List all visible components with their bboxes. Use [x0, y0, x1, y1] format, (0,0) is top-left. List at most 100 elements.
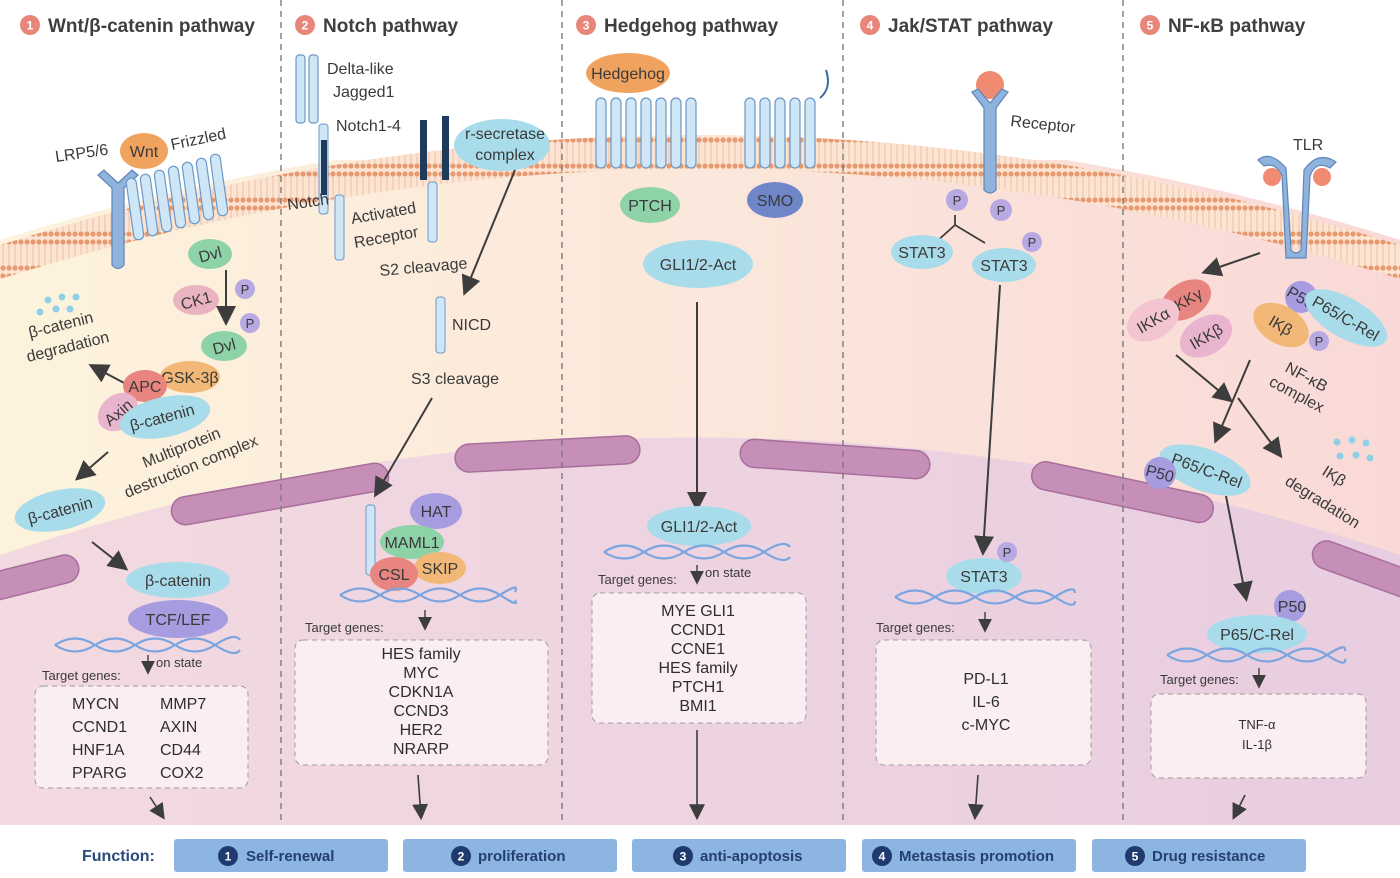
svg-text:Wnt/β-catenin pathway: Wnt/β-catenin pathway: [48, 16, 255, 37]
p50-nucleus: [1274, 590, 1306, 622]
svg-text:r-secretase: r-secretase: [465, 126, 545, 143]
svg-text:HES family: HES family: [658, 660, 737, 677]
svg-text:Delta-like: Delta-like: [327, 61, 394, 78]
svg-text:MYCN: MYCN: [72, 696, 119, 713]
svg-text:P50: P50: [1144, 463, 1176, 487]
svg-text:P: P: [241, 282, 250, 297]
p50-free: [1144, 457, 1176, 489]
dvl-cytoplasm: [201, 331, 247, 361]
csl: [370, 557, 418, 591]
svg-text:Self-renewal: Self-renewal: [246, 848, 334, 865]
svg-text:Dvl: Dvl: [197, 244, 224, 266]
header-notch: 2 Notch pathway: [295, 15, 459, 37]
svg-text:Target genes:: Target genes:: [42, 668, 121, 683]
svg-text:GSK-3β: GSK-3β: [161, 370, 218, 387]
svg-text:Target genes:: Target genes:: [305, 620, 384, 635]
svg-text:TLR: TLR: [1293, 137, 1323, 154]
svg-text:2: 2: [302, 19, 309, 33]
svg-text:Notch pathway: Notch pathway: [323, 16, 459, 37]
nicd-fragment: [435, 296, 446, 354]
notch-receptor: [318, 123, 345, 261]
svg-text:PTCH: PTCH: [628, 198, 672, 215]
function-self-renewal: 1 Self-renewal: [174, 839, 388, 872]
svg-text:P: P: [953, 193, 962, 208]
svg-text:on state: on state: [705, 565, 751, 580]
svg-text:CCND3: CCND3: [393, 703, 448, 720]
svg-text:APC: APC: [129, 379, 162, 396]
ck1: [173, 285, 219, 315]
stat3-active: [972, 248, 1036, 282]
svg-text:HNF1A: HNF1A: [72, 742, 125, 759]
svg-text:BMI1: BMI1: [679, 698, 716, 715]
cytokine-ligand: [976, 71, 1004, 99]
svg-text:P: P: [1028, 235, 1037, 250]
svg-text:P: P: [246, 316, 255, 331]
skip: [414, 552, 466, 584]
svg-text:GLI1/2-Act: GLI1/2-Act: [661, 519, 738, 536]
hedgehog-ligand: [586, 53, 670, 93]
svg-text:CCND1: CCND1: [670, 622, 725, 639]
svg-text:PTCH1: PTCH1: [672, 679, 725, 696]
svg-text:COX2: COX2: [160, 765, 204, 782]
delta-jagged-ligand: [295, 54, 319, 124]
maml1: [380, 525, 444, 559]
phospho-p: [235, 279, 255, 299]
svg-text:AXIN: AXIN: [160, 719, 197, 736]
header-wnt: 1 Wnt/β-catenin pathway: [20, 15, 255, 37]
svg-text:Dvl: Dvl: [211, 336, 238, 358]
svg-text:1: 1: [225, 850, 232, 864]
svg-text:proliferation: proliferation: [478, 848, 566, 865]
svg-text:on state: on state: [156, 655, 202, 670]
svg-text:IL-1β: IL-1β: [1242, 737, 1272, 752]
svg-text:CSL: CSL: [378, 567, 409, 584]
svg-text:Notch1-4: Notch1-4: [336, 118, 401, 135]
section-dividers: [280, 0, 1124, 825]
hedgehog-target-genes: [591, 592, 807, 724]
svg-text:Target genes:: Target genes:: [876, 620, 955, 635]
svg-text:NF-κB pathway: NF-κB pathway: [1168, 16, 1306, 37]
smo-receptor: [744, 97, 816, 169]
svg-text:PD-L1: PD-L1: [963, 671, 1008, 688]
stat3-inactive: [891, 235, 953, 269]
ikk-beta: [1179, 314, 1233, 358]
svg-text:GLI1/2-Act: GLI1/2-Act: [660, 257, 737, 274]
p65-crel-nucleus: [1207, 615, 1307, 653]
gli-act-nucleus: [647, 506, 751, 546]
svg-text:PPARG: PPARG: [72, 765, 127, 782]
svg-text:complex: complex: [475, 147, 535, 164]
svg-text:SKIP: SKIP: [422, 561, 458, 578]
svg-text:STAT3: STAT3: [980, 258, 1028, 275]
header-hedgehog: 3 Hedgehog pathway: [576, 15, 779, 37]
svg-text:CD44: CD44: [160, 742, 201, 759]
svg-text:2: 2: [458, 850, 465, 864]
nfkb-target-genes: [1150, 693, 1367, 779]
jak-receptor: [971, 88, 1009, 194]
p65-crel: [1304, 289, 1388, 347]
function-drug-resistance: 5 Drug resistance: [1092, 839, 1306, 872]
svg-text:anti-apoptosis: anti-apoptosis: [700, 848, 803, 865]
notch-target-genes: [294, 639, 549, 766]
svg-text:Target genes:: Target genes:: [1160, 672, 1239, 687]
ikk-alpha: [1126, 298, 1180, 342]
function-bar: Function: 1 Self-renewal 2 proliferation…: [82, 839, 1306, 872]
svg-text:HER2: HER2: [400, 722, 443, 739]
svg-text:Wnt: Wnt: [130, 144, 159, 161]
header-nfkb: 5 NF-κB pathway: [1140, 15, 1306, 37]
svg-text:MAML1: MAML1: [384, 535, 439, 552]
function-metastasis-promotion: 4 Metastasis promotion: [862, 839, 1076, 872]
dna-strand: [1166, 646, 1347, 663]
phospho-p: [946, 189, 968, 211]
svg-text:HES family: HES family: [381, 646, 460, 663]
lrp-receptor: [97, 169, 139, 270]
svg-text:SMO: SMO: [757, 193, 793, 210]
svg-text:4: 4: [867, 19, 874, 33]
nicd-nucleus: [365, 504, 376, 576]
ptch-receptor: [595, 97, 697, 169]
svg-text:MMP7: MMP7: [160, 696, 206, 713]
jak-target-genes: [875, 639, 1092, 766]
gamma-secretase: [420, 116, 449, 243]
degradation-dots: [36, 293, 80, 316]
hedgehog-panel: Hedgehog PTCH SMO GLI1/2-Act GLI1/2-Act: [586, 53, 829, 821]
svg-text:MYE GLI1: MYE GLI1: [661, 603, 735, 620]
